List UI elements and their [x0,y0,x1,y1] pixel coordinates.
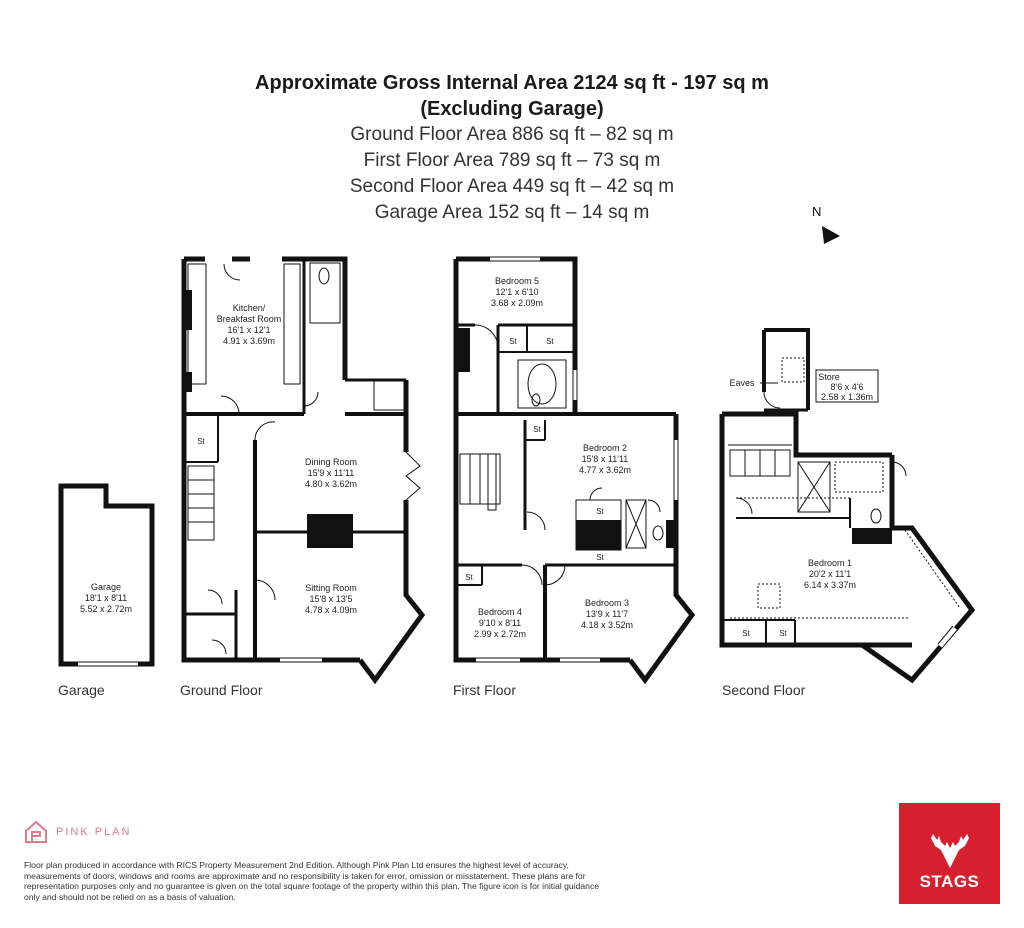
second-store-label-2: St [779,629,787,638]
first-store-label-3: St [533,425,541,434]
ground-floor-area: Ground Floor Area 886 sq ft – 82 sq m [350,124,674,145]
area-subtitle: (Excluding Garage) [420,98,604,120]
area-title: Approximate Gross Internal Area 2124 sq … [255,72,769,94]
first-floor-area: First Floor Area 789 sq ft – 73 sq m [363,150,661,171]
bedroom1-name: Bedroom 1 [808,558,852,568]
garage-room-name: Garage [91,582,121,592]
first-store-label-5: St [596,553,604,562]
kitchen-room-metric: 4.91 x 3.69m [223,336,275,346]
garage-room-imperial: 18'1 x 8'11 [85,593,127,603]
first-floor-plan [453,256,696,685]
ground-floor-label: Ground Floor [180,682,263,698]
store-room-imperial: 8'6 x 4'6 [831,382,864,392]
garage-area: Garage Area 152 sq ft – 14 sq m [374,202,650,223]
disclaimer-text: Floor plan produced in accordance with R… [24,860,600,902]
kitchen-room-name: Kitchen/ [233,303,266,313]
second-store-label-1: St [742,629,750,638]
bedroom2-name: Bedroom 2 [583,443,627,453]
store-room-metric: 2.58 x 1.36m [821,392,873,402]
sitting-room-imperial: 15'8 x 13'5 [310,594,353,604]
first-floor-label: First Floor [453,682,516,698]
second-floor-plan [719,328,976,684]
bedroom5-imperial: 12'1 x 6'10 [496,287,539,297]
bedroom2-metric: 4.77 x 3.62m [579,465,631,475]
dining-room-imperial: 15'9 x 11'11 [308,468,355,478]
garage-plan [58,483,155,667]
garage-room-metric: 5.52 x 2.72m [80,604,132,614]
sitting-room-name: Sitting Room [305,583,357,593]
stags-wordmark: STAGS [919,872,980,891]
bedroom1-metric: 6.14 x 3.37m [804,580,856,590]
stags-logo: STAGS [899,803,1000,904]
dining-room-name: Dining Room [305,457,357,467]
sitting-room-metric: 4.78 x 4.09m [305,605,357,615]
kitchen-room-imperial: 16'1 x 12'1 [228,325,271,335]
bedroom1-imperial: 20'2 x 11'1 [809,569,851,579]
bedroom3-imperial: 13'9 x 11'7 [586,609,628,619]
store-label-box [815,369,879,403]
first-store-label-6: St [465,573,473,582]
bedroom2-imperial: 15'8 x 11'11 [582,454,629,464]
first-store-label-4: St [596,507,604,516]
ground-floor-plan [181,256,426,685]
first-store-label-2: St [546,337,554,346]
bedroom4-metric: 2.99 x 2.72m [474,629,526,639]
garage-floor-label: Garage [58,682,105,698]
stag-head-icon [930,834,969,868]
bedroom3-name: Bedroom 3 [585,598,629,608]
bedroom3-metric: 4.18 x 3.52m [581,620,633,630]
pink-plan-house-icon [25,820,47,843]
kitchen-room-name-2: Breakfast Room [217,314,282,324]
ground-store-label: St [197,437,205,446]
dining-room-metric: 4.80 x 3.62m [305,479,357,489]
second-floor-area: Second Floor Area 449 sq ft – 42 sq m [349,176,675,197]
bedroom5-name: Bedroom 5 [495,276,539,286]
eaves-label: Eaves [729,378,755,388]
pink-plan-logo: PINK PLAN [24,820,131,844]
store-room-name: Store [818,372,840,382]
compass-icon: N [812,204,840,244]
bedroom4-imperial: 9'10 x 8'11 [479,618,521,628]
compass-north-label: N [812,204,821,219]
pink-plan-wordmark: PINK PLAN [56,826,132,838]
bedroom5-metric: 3.68 x 2.09m [491,298,543,308]
bedroom4-name: Bedroom 4 [478,607,522,617]
second-floor-label: Second Floor [722,682,806,698]
first-store-label-1: St [509,337,517,346]
